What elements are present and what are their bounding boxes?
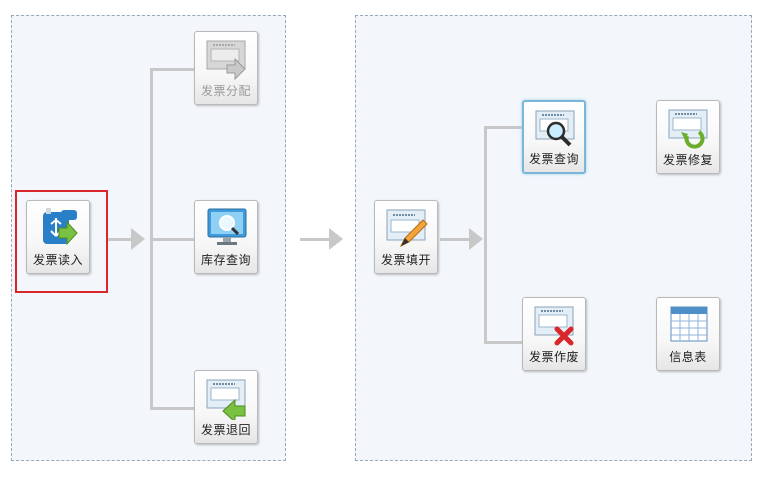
tile-label: 发票查询 [528, 152, 579, 166]
selection-highlight [15, 190, 108, 293]
usb-import-icon [43, 208, 78, 246]
tile-label: 信息表 [669, 350, 707, 364]
tile-label: 发票读入 [32, 253, 83, 267]
tile-label: 发票填开 [380, 253, 431, 267]
tile-label: 发票作废 [528, 350, 579, 364]
tile-label: 发票分配 [200, 84, 251, 98]
invoice-distribute-icon [206, 40, 246, 81]
monitor-search-icon [207, 208, 247, 245]
invoice-issue-button[interactable]: 发票填开 [374, 200, 438, 274]
connector-line [484, 126, 487, 344]
invoice-void-button[interactable]: 发票作废 [522, 297, 586, 371]
connector-line [484, 341, 522, 344]
connector-line [150, 407, 194, 410]
connector-arrow [131, 228, 145, 250]
table-icon [670, 306, 708, 342]
connector-arrow [329, 228, 343, 250]
invoice-query-button[interactable]: 发票查询 [522, 100, 586, 174]
tile-label: 发票退回 [200, 423, 251, 437]
invoice-read-button[interactable]: 发票读入 [26, 200, 90, 274]
connector-line [300, 238, 330, 241]
invoice-assign-button[interactable]: 发票分配 [194, 31, 258, 105]
tile-label: 库存查询 [200, 253, 251, 267]
connector-line [440, 238, 470, 241]
invoice-search-icon [535, 110, 575, 147]
invoice-return-button[interactable]: 发票退回 [194, 370, 258, 444]
connector-line [150, 238, 194, 241]
invoice-return-icon [206, 379, 246, 420]
connector-arrow [469, 228, 483, 250]
connector-line [150, 68, 194, 71]
info-table-button[interactable]: 信息表 [656, 297, 720, 371]
invoice-repair-button[interactable]: 发票修复 [656, 100, 720, 174]
stock-query-button[interactable]: 库存查询 [194, 200, 258, 274]
connector-line [108, 238, 132, 241]
invoice-write-icon [386, 209, 428, 248]
invoice-repair-icon [668, 109, 708, 149]
connector-line [484, 126, 522, 129]
tile-label: 发票修复 [662, 153, 713, 167]
invoice-void-icon [534, 306, 574, 346]
